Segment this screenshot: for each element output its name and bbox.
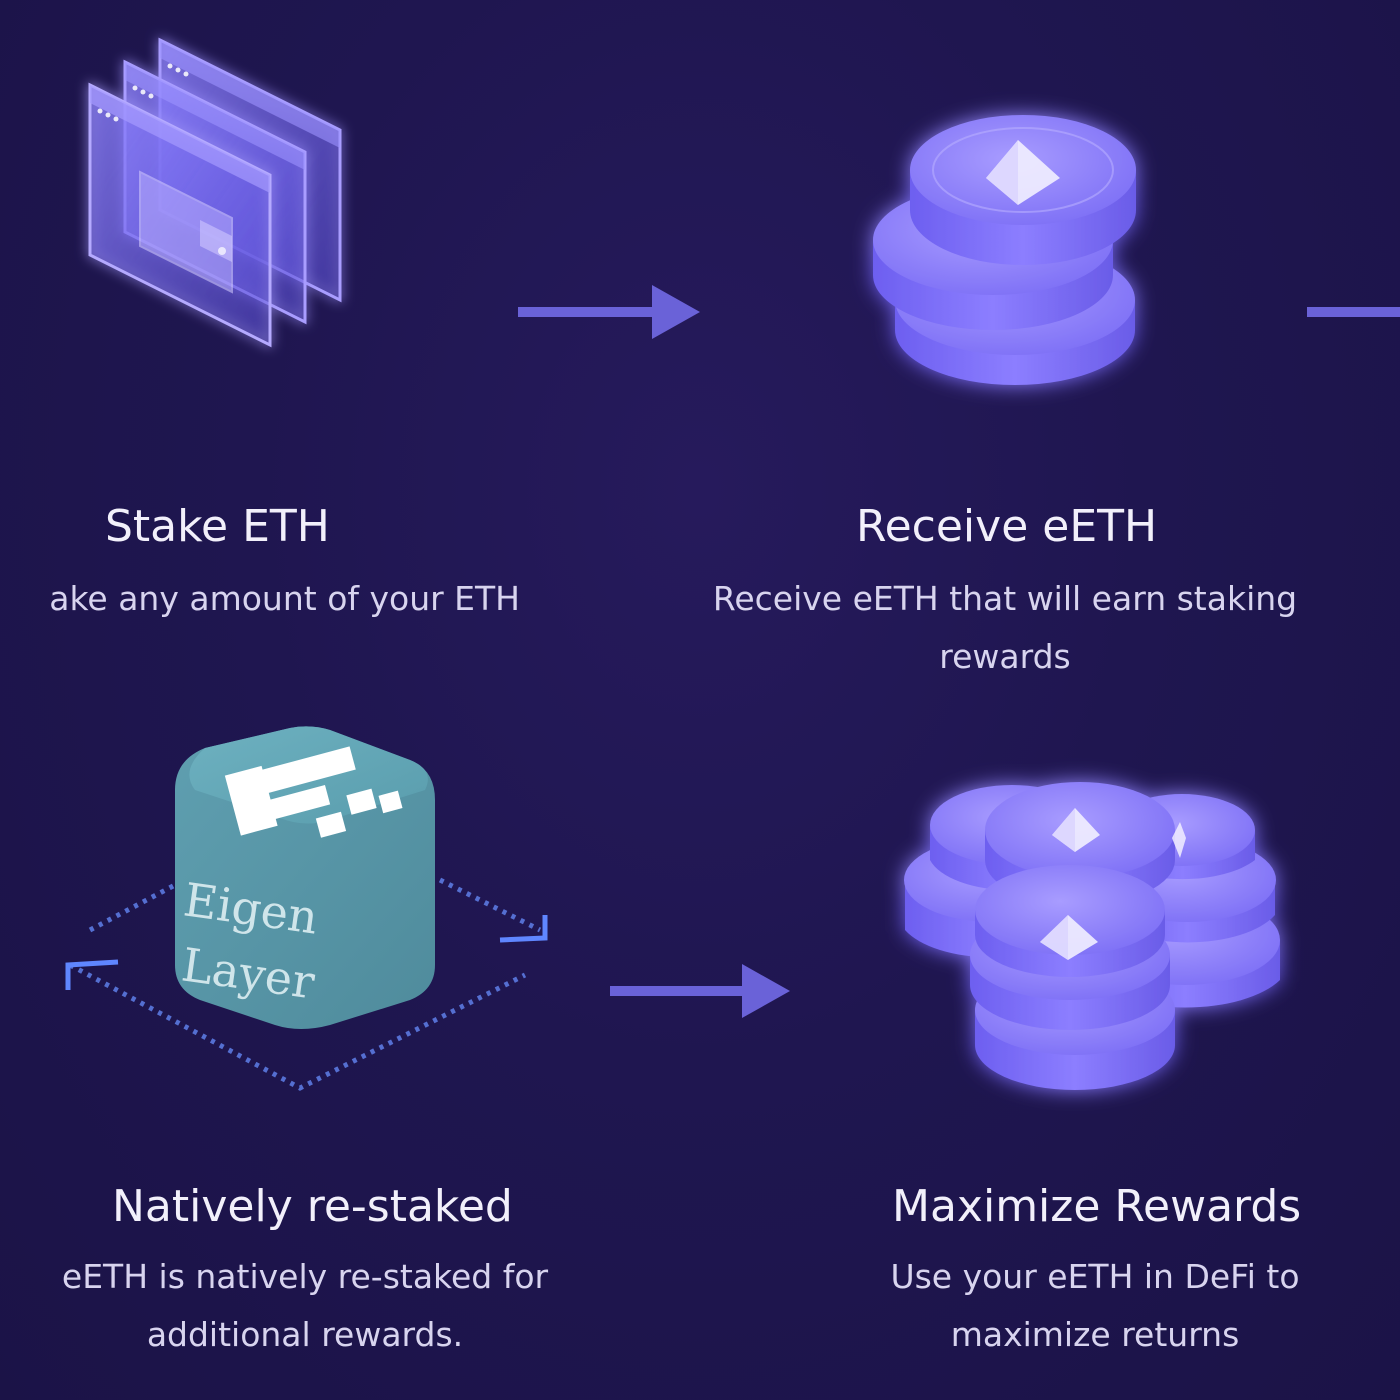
step-desc-line: additional rewards. bbox=[146, 1315, 464, 1354]
step-title-maximize: Maximize Rewards bbox=[892, 1181, 1302, 1232]
step-title-restake: Natively re-staked bbox=[112, 1181, 513, 1232]
step-desc-line: ake any amount of your ETH bbox=[49, 579, 520, 618]
step-desc-maximize: Use your eETH in DeFi to maximize return… bbox=[790, 1248, 1400, 1364]
step-desc-line: Receive eETH that will earn staking bbox=[712, 579, 1298, 618]
cube-logo-text-layer: Layer bbox=[178, 937, 317, 1009]
step-desc-receive: Receive eETH that will earn staking rewa… bbox=[680, 570, 1330, 686]
step-desc-line: eETH is natively re-staked for bbox=[61, 1257, 549, 1296]
step-desc-line: rewards bbox=[939, 637, 1071, 676]
cube-logo-text-eigen: Eigen bbox=[180, 872, 321, 944]
step-title-stake: Stake ETH bbox=[105, 501, 330, 552]
step-desc-stake: ake any amount of your ETH bbox=[0, 570, 520, 628]
step-desc-restake: eETH is natively re-staked for additiona… bbox=[0, 1248, 610, 1364]
step-desc-line: Use your eETH in DeFi to bbox=[890, 1257, 1300, 1296]
step-title-receive: Receive eETH bbox=[856, 501, 1158, 552]
step-desc-line: maximize returns bbox=[950, 1315, 1240, 1354]
